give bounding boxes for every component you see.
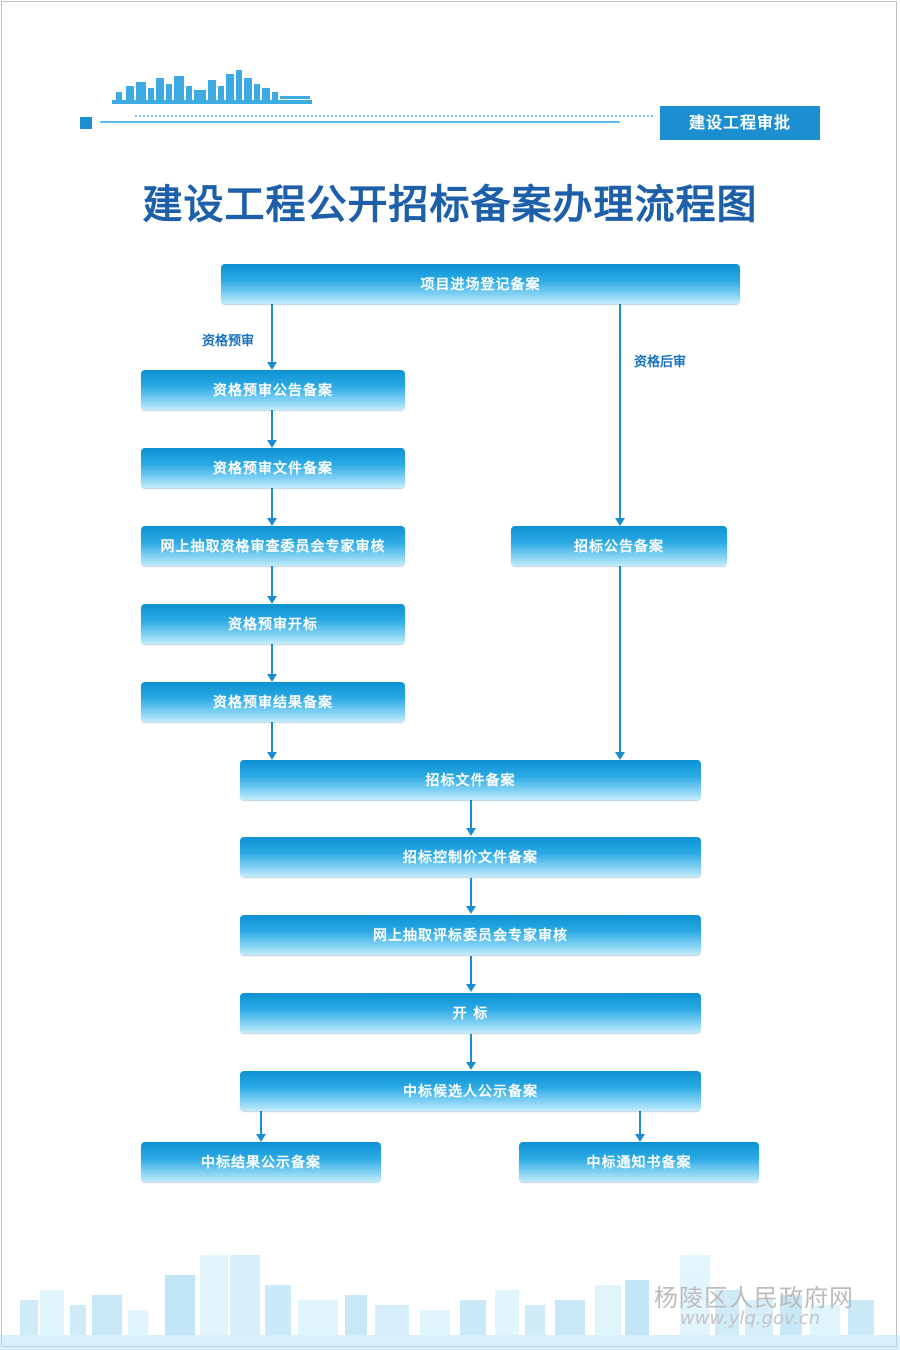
step-bid-expert-draw: 网上抽取评标委员会专家审核 xyxy=(240,915,701,955)
arrow-heads xyxy=(256,362,645,1142)
step-tender-document: 招标文件备案 xyxy=(240,760,701,800)
header-skyline xyxy=(112,70,312,104)
step-prequal-document: 资格预审文件备案 xyxy=(141,448,405,488)
step-prequal-opening: 资格预审开标 xyxy=(141,604,405,644)
step-control-price-document: 招标控制价文件备案 xyxy=(240,837,701,877)
step-prequal-result: 资格预审结果备案 xyxy=(141,682,405,722)
flow-arrows xyxy=(260,300,641,1136)
step-tender-notice: 招标公告备案 xyxy=(511,526,727,566)
label-prequalification: 资格预审 xyxy=(202,334,255,349)
step-result-notice: 中标结果公示备案 xyxy=(141,1142,381,1182)
step-award-letter: 中标通知书备案 xyxy=(519,1142,759,1182)
step-prequal-notice: 资格预审公告备案 xyxy=(141,370,405,410)
page-title: 建设工程公开招标备案办理流程图 xyxy=(142,182,758,228)
step-prequal-expert-draw: 网上抽取资格审查委员会专家审核 xyxy=(141,526,405,566)
step-candidate-notice: 中标候选人公示备案 xyxy=(240,1071,701,1111)
watermark-site-name: 杨陵区人民政府网 xyxy=(654,1284,854,1312)
label-postqualification: 资格后审 xyxy=(634,355,687,370)
step-bid-opening: 开 标 xyxy=(240,993,701,1033)
watermark-site-url: www.ylq.gov.cn xyxy=(680,1308,821,1329)
section-badge: 建设工程审批 xyxy=(660,106,820,140)
footer-skyline xyxy=(0,1255,900,1350)
step-project-registration: 项目进场登记备案 xyxy=(221,264,740,304)
header-square xyxy=(80,117,92,129)
